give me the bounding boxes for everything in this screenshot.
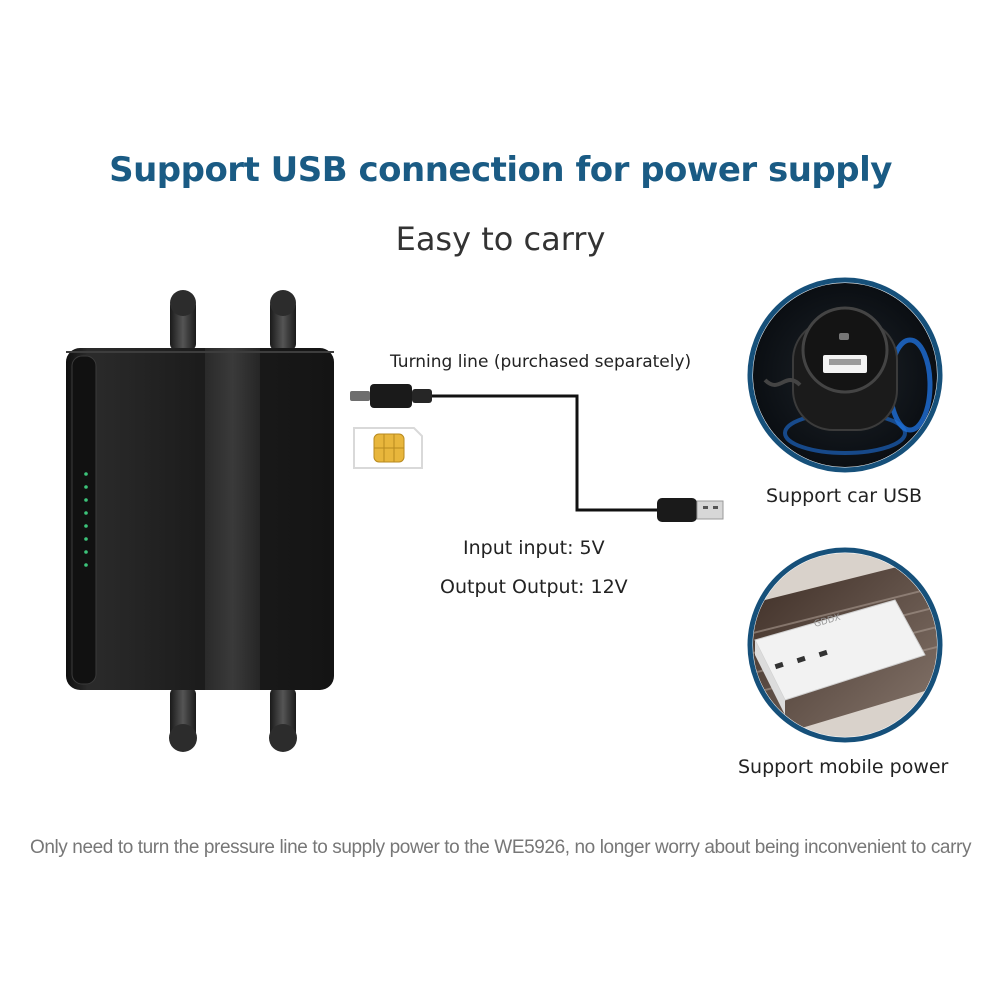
input-spec: Input input: 5V <box>463 537 605 559</box>
sim-card-image <box>353 427 423 469</box>
mobile-power-label: Support mobile power <box>738 756 949 778</box>
power-bank-image: GDDX <box>747 547 943 743</box>
antenna-bottom-right <box>269 688 297 752</box>
page-title: Support USB connection for power supply <box>109 150 892 190</box>
footer-note: Only need to turn the pressure line to s… <box>29 837 972 858</box>
usb-cable-image <box>350 384 724 522</box>
antenna-top-right <box>270 290 296 350</box>
output-spec: Output Output: 12V <box>440 576 628 598</box>
antenna-top-left <box>170 290 196 350</box>
cable-label: Turning line (purchased separately) <box>390 352 692 372</box>
antenna-bottom-left <box>169 688 197 752</box>
car-usb-image <box>747 277 943 473</box>
page-subtitle: Easy to carry <box>395 220 606 258</box>
car-usb-label: Support car USB <box>766 485 923 507</box>
